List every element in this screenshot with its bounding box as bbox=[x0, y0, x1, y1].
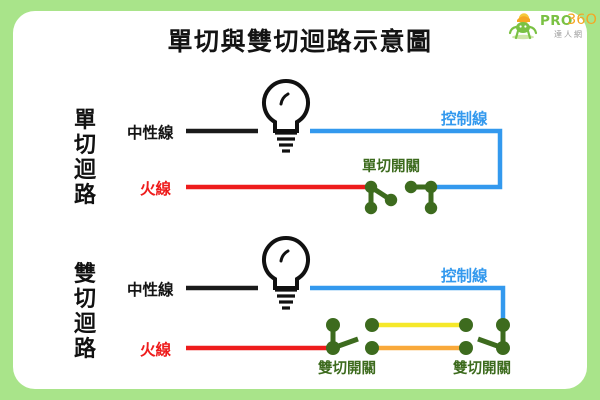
section-label-char: 迴 bbox=[73, 312, 96, 337]
section-label-char: 雙 bbox=[73, 262, 96, 287]
three-way-switch-left-symbol[interactable] bbox=[326, 318, 379, 355]
page-title: 單切與雙切迴路示意圖 bbox=[167, 27, 433, 56]
white-panel bbox=[13, 11, 587, 389]
mascot-icon bbox=[508, 13, 538, 40]
live-label-single: 火線 bbox=[140, 179, 172, 198]
logo-sub-text: 達人網 bbox=[554, 30, 584, 39]
section-label-char: 單 bbox=[73, 108, 96, 133]
switch-label-three-way-right: 雙切開關 bbox=[453, 359, 511, 377]
section-label-char: 切 bbox=[73, 133, 96, 158]
control-label-single: 控制線 bbox=[441, 109, 488, 128]
logo-pro-text: PRO bbox=[540, 13, 573, 29]
section-label-char: 路 bbox=[73, 337, 96, 362]
section-label-three-way: 雙 切 迴 路 bbox=[68, 262, 102, 362]
logo-number-text: 36O bbox=[567, 12, 597, 28]
section-label-char: 路 bbox=[73, 183, 96, 208]
control-label-three-way: 控制線 bbox=[441, 266, 488, 285]
neutral-label-single: 中性線 bbox=[127, 123, 174, 142]
brand-logo[interactable]: PRO 36O 達人網 bbox=[508, 10, 597, 46]
light-bulb-three-way bbox=[262, 235, 310, 310]
section-label-char: 切 bbox=[73, 287, 96, 312]
switch-label-single: 單切開關 bbox=[362, 158, 420, 175]
section-label-char: 迴 bbox=[73, 158, 96, 183]
neutral-label-three-way: 中性線 bbox=[127, 280, 174, 299]
three-way-switch-right-symbol[interactable] bbox=[459, 318, 510, 355]
section-label-single-pole: 單 切 迴 路 bbox=[68, 108, 102, 208]
control-wire-single bbox=[310, 128, 503, 190]
control-wire-three-way bbox=[310, 285, 506, 325]
single-pole-switch-symbol[interactable] bbox=[364, 180, 438, 215]
switch-label-three-way-left: 雙切開關 bbox=[318, 359, 376, 377]
live-label-three-way: 火線 bbox=[140, 340, 172, 359]
light-bulb-single bbox=[262, 78, 310, 153]
